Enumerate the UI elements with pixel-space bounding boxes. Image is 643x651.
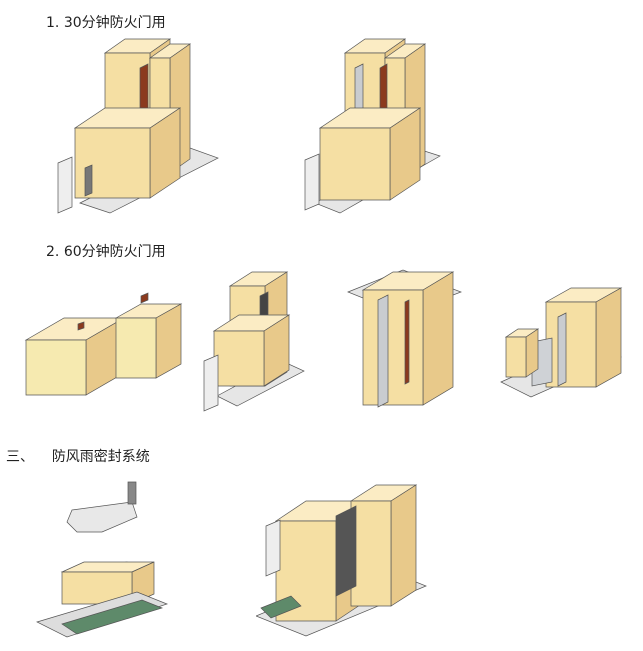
illustration-60min-door-b — [203, 271, 305, 412]
frame-front — [545, 301, 597, 388]
frame-right-side — [390, 484, 417, 607]
metal-strip — [377, 294, 389, 408]
section-heading-60min: 2. 60分钟防火门用 — [46, 244, 166, 260]
illustration-60min-door-a — [24, 292, 183, 396]
illustration-weather-seal-door — [256, 484, 427, 637]
seal-mark — [77, 321, 85, 331]
section-heading-weather-seal: 三、 防风雨密封系统 — [6, 449, 150, 465]
frame-side — [422, 271, 454, 406]
door-leaf-front — [319, 127, 391, 201]
brush-seal — [260, 595, 302, 619]
door-leaf-side — [525, 328, 539, 378]
block-a-front — [25, 339, 87, 396]
section-heading-30min: 1. 30分钟防火门用 — [46, 15, 166, 31]
frame-front — [362, 289, 424, 406]
seal-channel — [335, 505, 357, 597]
door-leaf-front — [213, 330, 265, 387]
illustration-weather-seal-profile — [36, 481, 169, 638]
illustration-60min-door-c — [347, 269, 462, 408]
metal-strip — [557, 312, 567, 387]
frame-right-front — [350, 500, 392, 607]
seal-lip — [127, 481, 137, 505]
hinge-plate — [265, 519, 281, 577]
seal-mark — [140, 292, 149, 304]
hinge-plate — [203, 354, 219, 412]
frame-side — [595, 287, 622, 388]
seal-strip — [404, 299, 410, 385]
seal-profile — [66, 501, 138, 533]
hinge-plate — [304, 153, 320, 211]
illustration-30min-door-b — [304, 38, 441, 214]
door-leaf-front — [74, 127, 151, 199]
illustration-30min-door-a — [57, 38, 219, 214]
door-leaf-front — [505, 336, 527, 378]
illustration-60min-door-d — [500, 287, 623, 398]
hinge-plate — [57, 156, 73, 214]
brush-seal — [61, 599, 164, 635]
block-b-front — [115, 317, 157, 379]
drop-seal — [84, 164, 93, 197]
